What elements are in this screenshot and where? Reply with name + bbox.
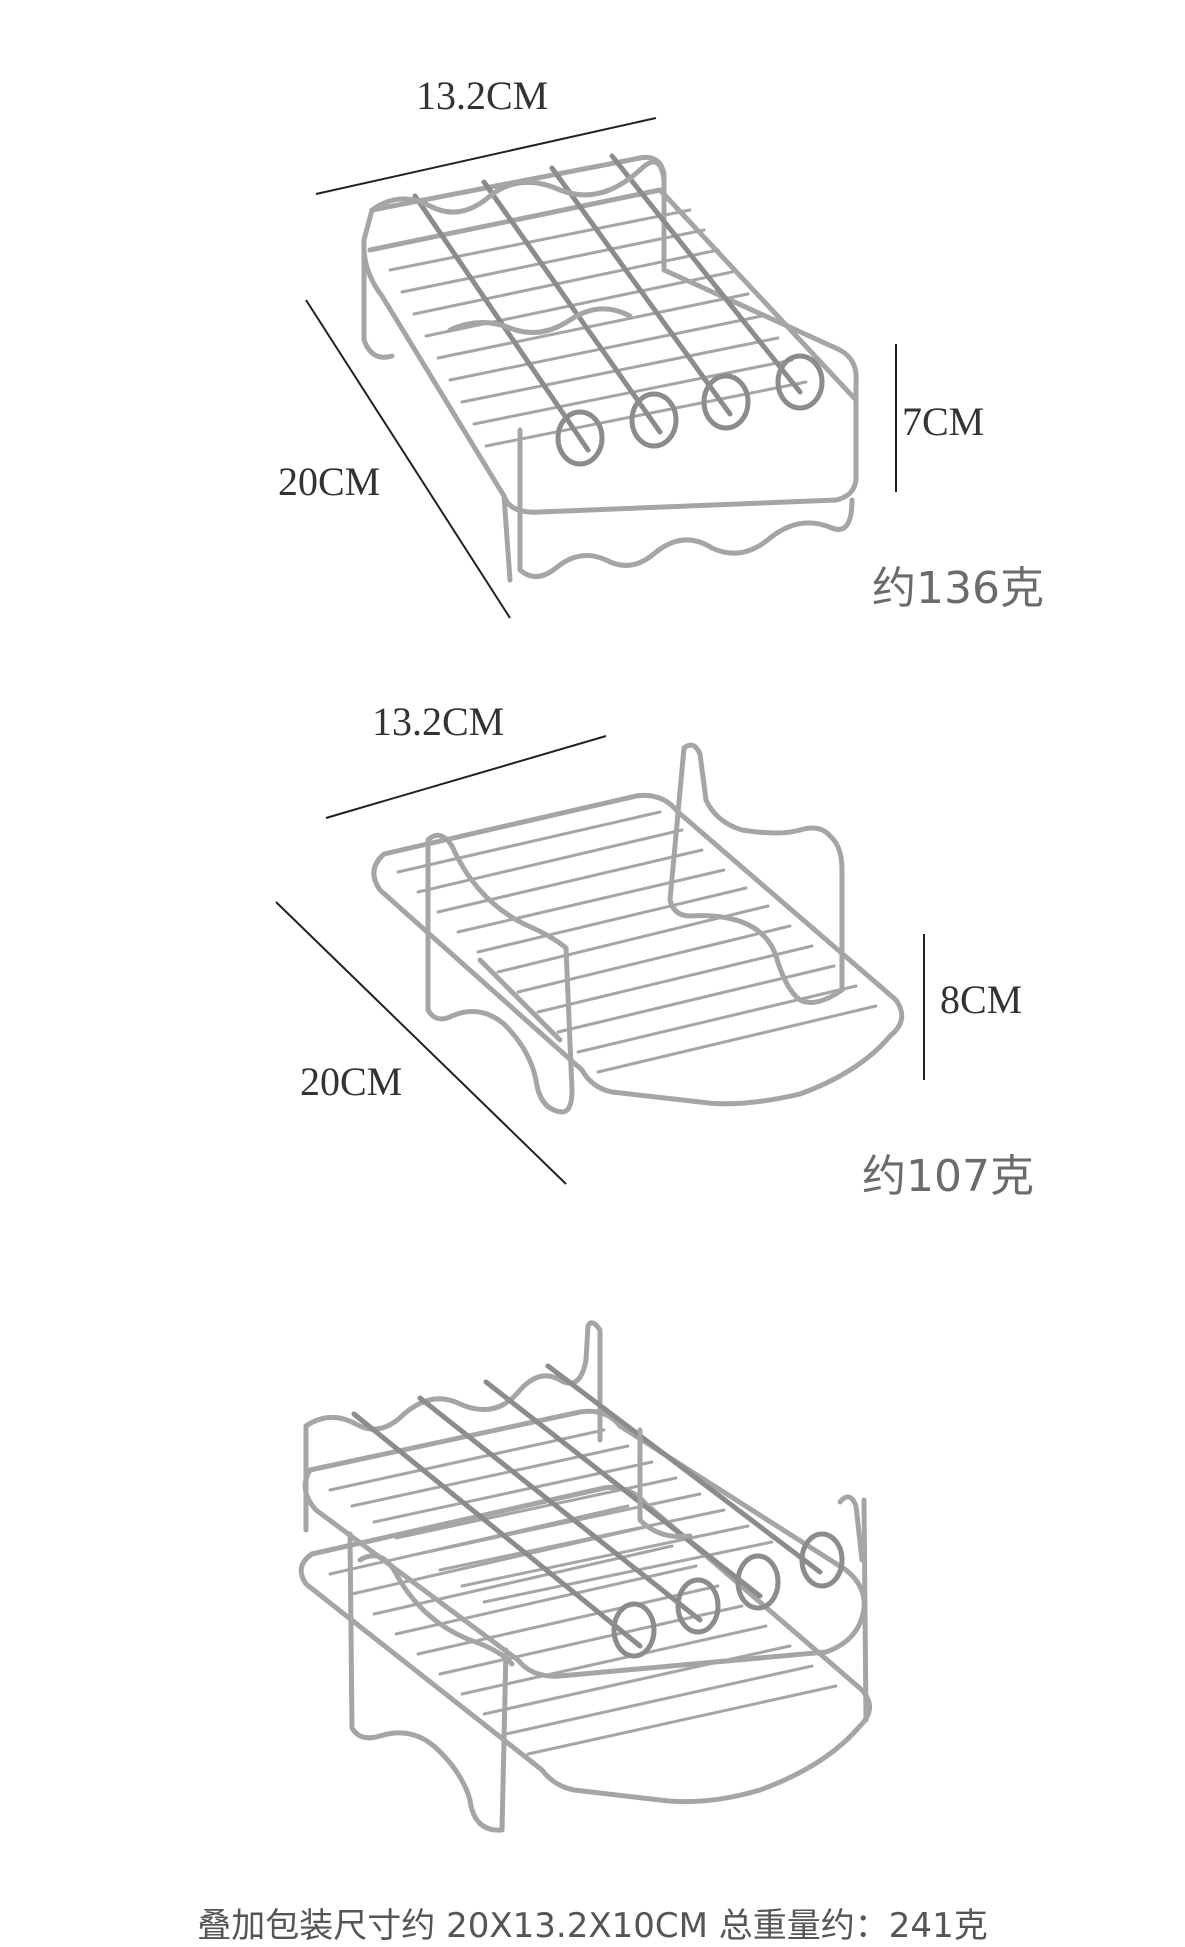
rack2-height-label: 8CM (940, 977, 1023, 1022)
rack1-height-label: 7CM (902, 399, 985, 444)
rack1-weight-label: 约136克 (872, 563, 1044, 614)
rack1-wire-rack (361, 153, 859, 583)
stacked-racks-illustration (298, 1320, 872, 1833)
rack2-dimension-lines (275, 735, 925, 1185)
rack2-width-label: 13.2CM (372, 699, 505, 744)
rack1-dimension-lines (305, 117, 897, 619)
rack1-length-label: 20CM (278, 459, 381, 504)
rack2-length-label: 20CM (300, 1059, 403, 1104)
rack2-weight-label: 约107克 (862, 1151, 1034, 1202)
rack2-wire-rack (371, 742, 905, 1115)
stacked-package-caption: 叠加包装尺寸约 20X13.2X10CM 总重量约：241克 (197, 1906, 988, 1946)
rack1-width-label: 13.2CM (416, 73, 549, 118)
